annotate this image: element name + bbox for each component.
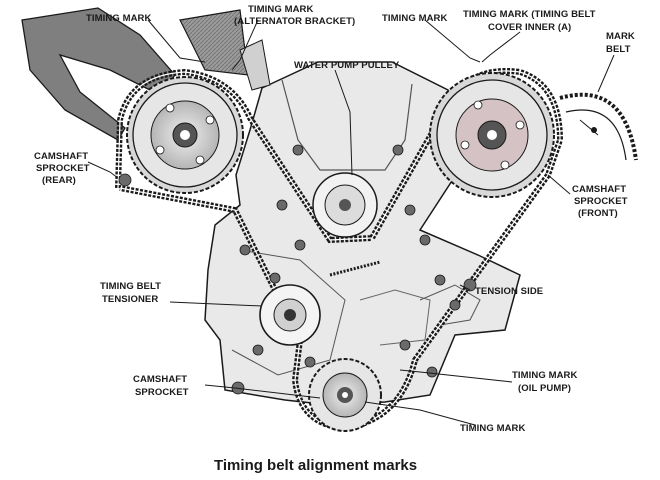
label-timing-mark-cover-line2: COVER INNER (A) [488,22,571,33]
water-pump-pulley [312,172,378,238]
label-timing-mark-alternator-line1: TIMING MARK [248,4,314,15]
label-cam-front-line3: (FRONT) [578,208,618,219]
sprocket-holes [155,103,215,165]
mark-belt-detail [559,92,638,161]
leader-lines [87,19,615,426]
label-timing-mark-bottom: TIMING MARK [460,423,526,434]
label-tensioner-line2: TENSIONER [102,294,158,305]
label-cam-rear-line3: (REAR) [42,175,76,186]
camshaft-sprocket-front [429,72,555,198]
timing-belt-tensioner [259,260,381,346]
label-cam-bottom-line2: SPROCKET [135,387,189,398]
label-tension-side: TENSION SIDE [475,286,543,297]
label-oil-pump-line2: (OIL PUMP) [518,383,571,394]
camshaft-sprocket-bottom [308,358,382,432]
label-timing-mark-top-center: TIMING MARK [382,13,448,24]
label-timing-mark-top-left: TIMING MARK [86,13,152,24]
label-water-pump-pulley: WATER PUMP PULLEY [294,60,400,71]
label-oil-pump-line1: TIMING MARK [512,370,578,381]
label-cam-rear-line1: CAMSHAFT [34,151,88,162]
sprocket-holes [460,100,525,170]
bolts [118,144,477,395]
label-mark-belt-line1: MARK [606,31,635,42]
label-cam-front-line2: SPROCKET [574,196,628,207]
label-mark-belt-line2: BELT [606,44,631,55]
alternator-bracket [21,7,271,141]
label-timing-mark-alternator-line2: (ALTERNATOR BRACKET) [234,16,355,27]
label-cam-rear-line2: SPROCKET [36,163,90,174]
label-cam-front-line1: CAMSHAFT [572,184,626,195]
label-timing-mark-cover-line1: TIMING MARK (TIMING BELT [463,9,596,20]
labels: TIMING MARK TIMING MARK (ALTERNATOR BRAC… [34,4,635,434]
camshaft-sprocket-rear [126,76,244,194]
label-tensioner-line1: TIMING BELT [100,281,161,292]
figure-caption: Timing belt alignment marks [214,457,417,474]
label-cam-bottom-line1: CAMSHAFT [133,374,187,385]
